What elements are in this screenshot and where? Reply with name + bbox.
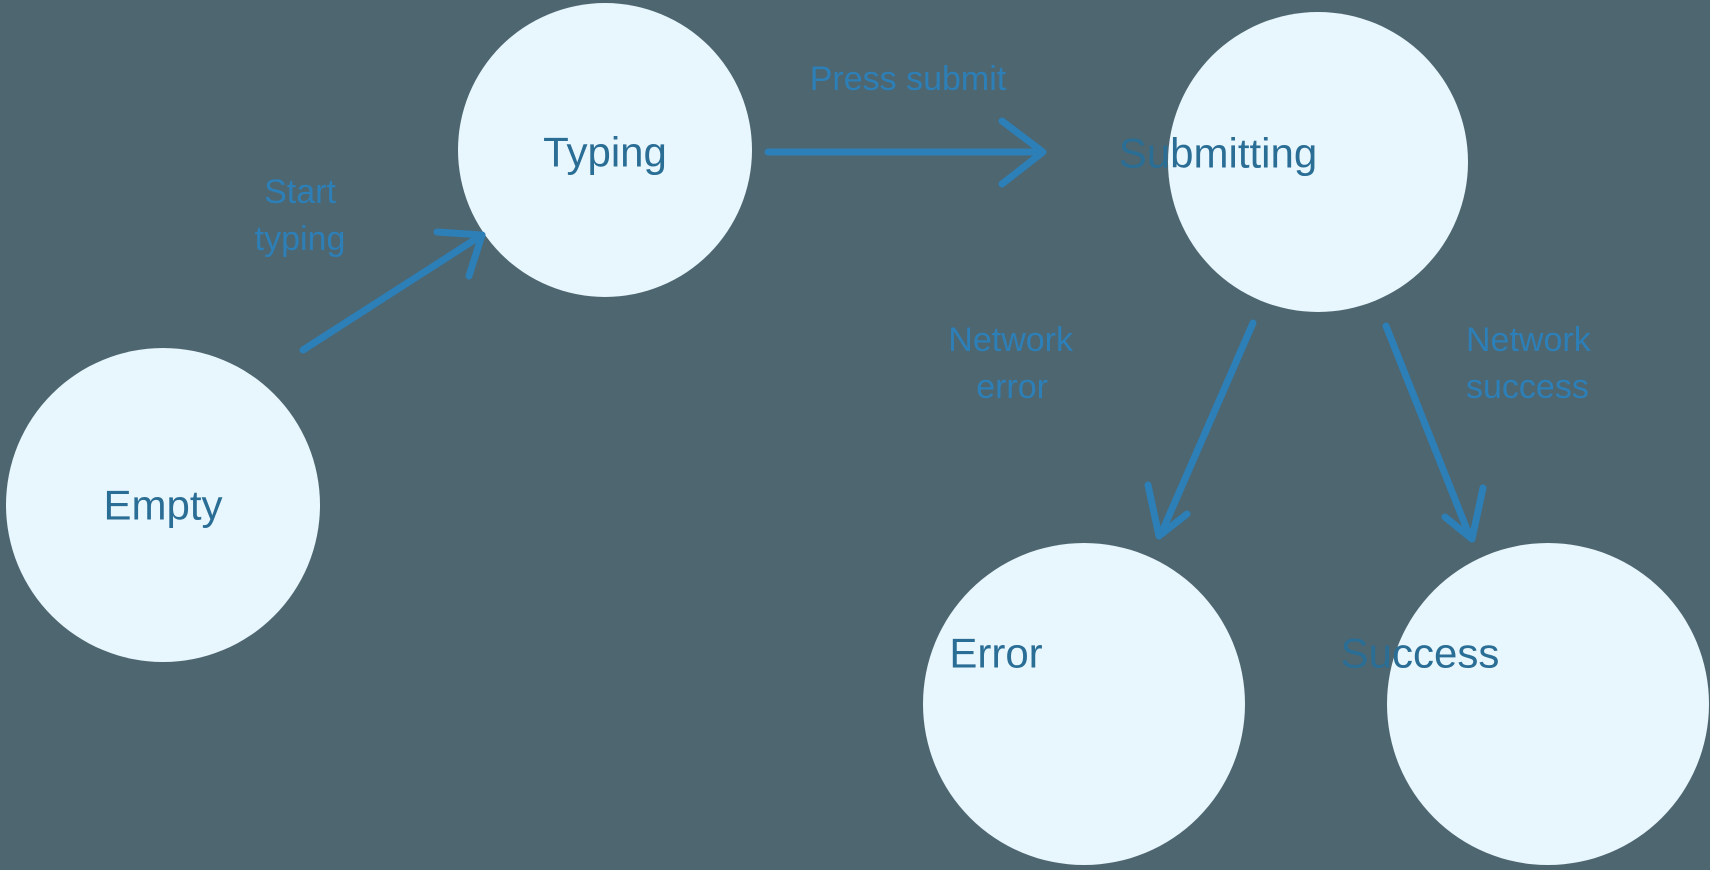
edge-network-error: Network error [948,319,1257,540]
edge-network-error-line [1157,319,1257,538]
edge-start-typing-label-line2: typing [255,220,346,258]
edge-press-submit-label-line1: Press submit [810,60,1007,98]
edge-start-typing-line [299,231,486,354]
node-submitting-label: Submitting [1119,130,1317,177]
node-typing-label: Typing [543,129,667,176]
node-empty[interactable]: Empty [6,348,320,662]
edge-network-success-label-line1: Network [1466,321,1592,359]
edge-start-typing-arrowhead [433,228,486,280]
node-submitting[interactable]: Submitting [1119,12,1468,312]
node-success-circle[interactable] [1387,543,1709,865]
node-typing-circle[interactable] [458,3,752,297]
edge-start-typing-label-line1: Start [264,173,336,211]
node-error[interactable]: Error [923,543,1245,865]
edge-network-success-label-line2: success [1466,368,1589,406]
edge-press-submit-arrowhead [998,117,1047,188]
edge-network-success-line [1382,322,1474,541]
node-success-label: Success [1341,630,1500,677]
node-empty-circle[interactable] [6,348,320,662]
node-submitting-circle[interactable] [1168,12,1468,312]
edge-network-success-arrowhead [1441,484,1487,543]
node-error-label: Error [949,630,1042,677]
edge-start-typing: Start typing [255,173,486,354]
node-typing[interactable]: Typing [458,3,752,297]
node-error-circle[interactable] [923,543,1245,865]
edge-network-error-label-line2: error [976,368,1048,406]
edge-network-error-label-line1: Network [948,321,1074,359]
edge-press-submit: Press submit [764,60,1047,188]
node-success[interactable]: Success [1341,543,1709,865]
node-empty-label: Empty [103,482,222,529]
edge-network-error-arrowhead [1144,481,1191,540]
edge-network-success: Network success [1382,321,1592,543]
